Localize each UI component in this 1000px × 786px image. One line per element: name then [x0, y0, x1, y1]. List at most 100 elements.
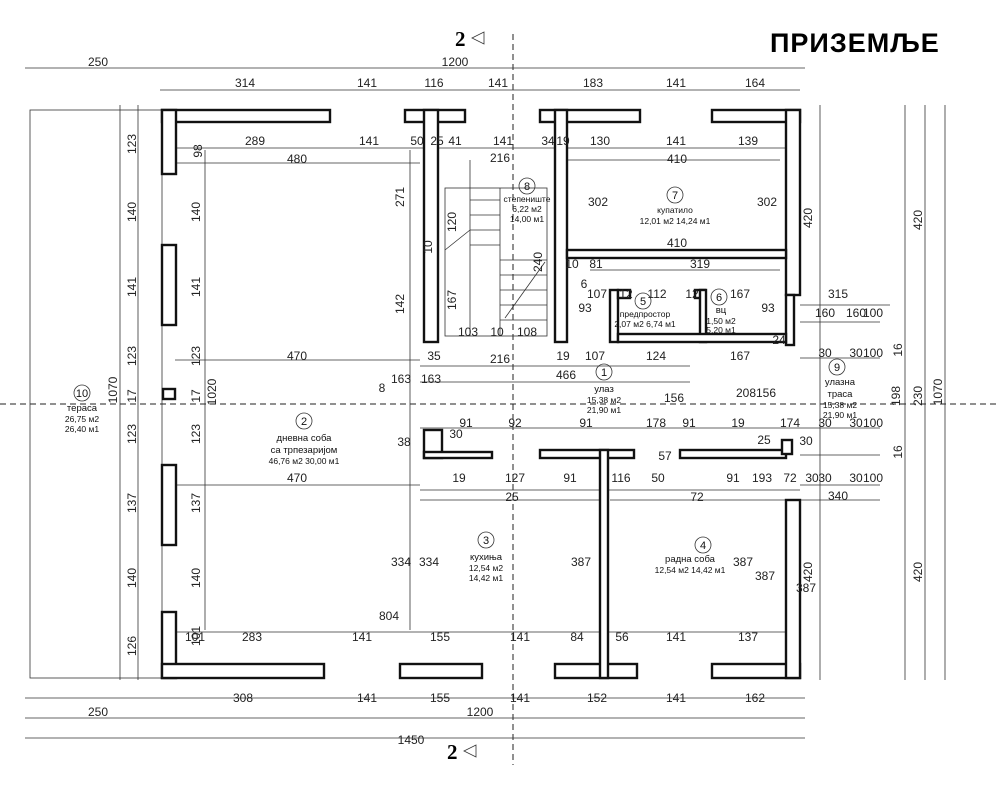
misc-label: 30 — [818, 416, 832, 430]
room-labels: 1 улаз 15,38 м2 21,90 м1 2 дневна соба с… — [65, 181, 857, 583]
misc-label: 12 — [685, 287, 699, 301]
stair-side-label: 240 — [531, 252, 545, 272]
misc-label: 387 — [733, 555, 753, 569]
top-row-label: 141 — [357, 76, 377, 90]
inner-bottom-row-label: 141 — [666, 630, 686, 644]
dim-right-small-a: 16 — [891, 343, 905, 357]
misc-label: 103 — [458, 325, 478, 339]
room-perim-3: 14,42 м1 — [469, 573, 503, 583]
terrace-outline — [29, 109, 163, 679]
room-area-6: 1,50 м2 — [706, 316, 736, 326]
room-name-4: радна соба — [665, 554, 716, 565]
room-perim-9: 21,90 м1 — [823, 410, 857, 420]
room-num-6: 6 — [716, 292, 722, 304]
inner-bottom-row-label: 155 — [430, 630, 450, 644]
left-outer-label: 137 — [125, 493, 139, 513]
wall-bath-bottom — [565, 248, 788, 260]
room-num-3: 3 — [483, 535, 489, 547]
bottom-row-label: 152 — [587, 691, 607, 705]
misc-label: 208 — [736, 386, 756, 400]
misc-label: 174 — [780, 416, 800, 430]
misc-label: 24 — [772, 333, 786, 347]
inner-top-row-label: 19 — [556, 134, 570, 148]
wall-bottom-mid-a — [398, 662, 484, 680]
left-outer-label: 123 — [125, 134, 139, 154]
wall-mid-pier-b — [780, 438, 794, 456]
misc-label: 100 — [863, 346, 883, 360]
dimension-lines — [25, 67, 946, 739]
top-row-label: 116 — [424, 76, 443, 90]
misc-label: 93 — [761, 301, 775, 315]
dim-right-total: 1070 — [931, 378, 945, 405]
inner-top-row-label: 34 — [541, 134, 555, 148]
room-marker-6 — [710, 288, 728, 306]
dim-left-inner-total: 1020 — [205, 378, 219, 405]
room-marker-3 — [477, 531, 495, 549]
room-name-10: тераса — [67, 403, 98, 414]
wall-left-b — [160, 243, 178, 327]
bottom-row-label: 141 — [357, 691, 377, 705]
section-arrow-top — [471, 31, 485, 45]
dim-stair-width-top: 216 — [490, 151, 510, 165]
misc-label: 387 — [755, 569, 775, 583]
room-area-7: 12,01 м2 14,24 м1 — [640, 216, 711, 226]
room-perim-1: 21,90 м1 — [587, 405, 621, 415]
misc-label: 116 — [611, 471, 630, 485]
misc-label: 25 — [505, 490, 519, 504]
right-mid-label: 198 — [889, 386, 903, 406]
room-area-2: 46,76 м2 30,00 м1 — [269, 456, 340, 466]
room-num-9: 9 — [834, 362, 840, 374]
wall-ante-top-a — [616, 288, 632, 300]
dim-left-total: 1070 — [106, 376, 120, 403]
misc-label: 156 — [756, 386, 776, 400]
left-outer-label: 123 — [125, 424, 139, 444]
top-row-label: 141 — [666, 76, 686, 90]
left-inner-label: 17 — [189, 389, 203, 403]
misc-label: 167 — [730, 349, 750, 363]
left-inner-label: 140 — [189, 202, 203, 222]
misc-label: 127 — [505, 471, 525, 485]
misc-label: 100 — [863, 306, 883, 320]
room-area-5: 2,07 м2 6,74 м1 — [614, 319, 676, 329]
misc-label: 57 — [658, 449, 672, 463]
room-num-2: 2 — [301, 416, 307, 428]
room-name-3: кухиња — [470, 552, 503, 563]
misc-label: 19 — [452, 471, 466, 485]
inner-top-row-label: 141 — [493, 134, 513, 148]
left-outer-label: 141 — [125, 277, 139, 297]
room-num-7: 7 — [672, 190, 678, 202]
living-label: 470 — [287, 471, 307, 485]
misc-label: 30 — [805, 471, 819, 485]
bottom-row-label: 162 — [745, 691, 765, 705]
stair-side-label: 142 — [393, 294, 407, 314]
wall-stair-right — [553, 108, 569, 344]
misc-label: 112 — [647, 287, 666, 301]
section-marker-top: 2 — [455, 27, 485, 51]
wall-mid-a — [422, 450, 494, 460]
stair-side-label: 271 — [393, 187, 407, 207]
misc-label: 30 — [799, 434, 813, 448]
stair-side-label: 10 — [421, 240, 435, 254]
bottom-row-label: 141 — [510, 691, 530, 705]
misc-label: 319 — [690, 257, 710, 271]
left-inner-label: 123 — [189, 424, 203, 444]
top-row-label: 141 — [488, 76, 508, 90]
right-outer-label: 420 — [911, 562, 925, 582]
room-name-5: предпростор — [620, 309, 671, 319]
bottom-row-label: 155 — [430, 691, 450, 705]
room-marker-8 — [518, 177, 536, 195]
misc-label: 30 — [449, 427, 463, 441]
inner-top-row-label: 289 — [245, 134, 265, 148]
misc-label: 334 — [391, 555, 411, 569]
column-left — [161, 387, 177, 401]
left-outer-label: 17 — [125, 389, 139, 403]
misc-label: 160 — [846, 306, 866, 320]
inner-top-row-label: 50 — [410, 134, 424, 148]
room-name-7: купатило — [657, 205, 693, 215]
top-row-label: 314 — [235, 76, 255, 90]
